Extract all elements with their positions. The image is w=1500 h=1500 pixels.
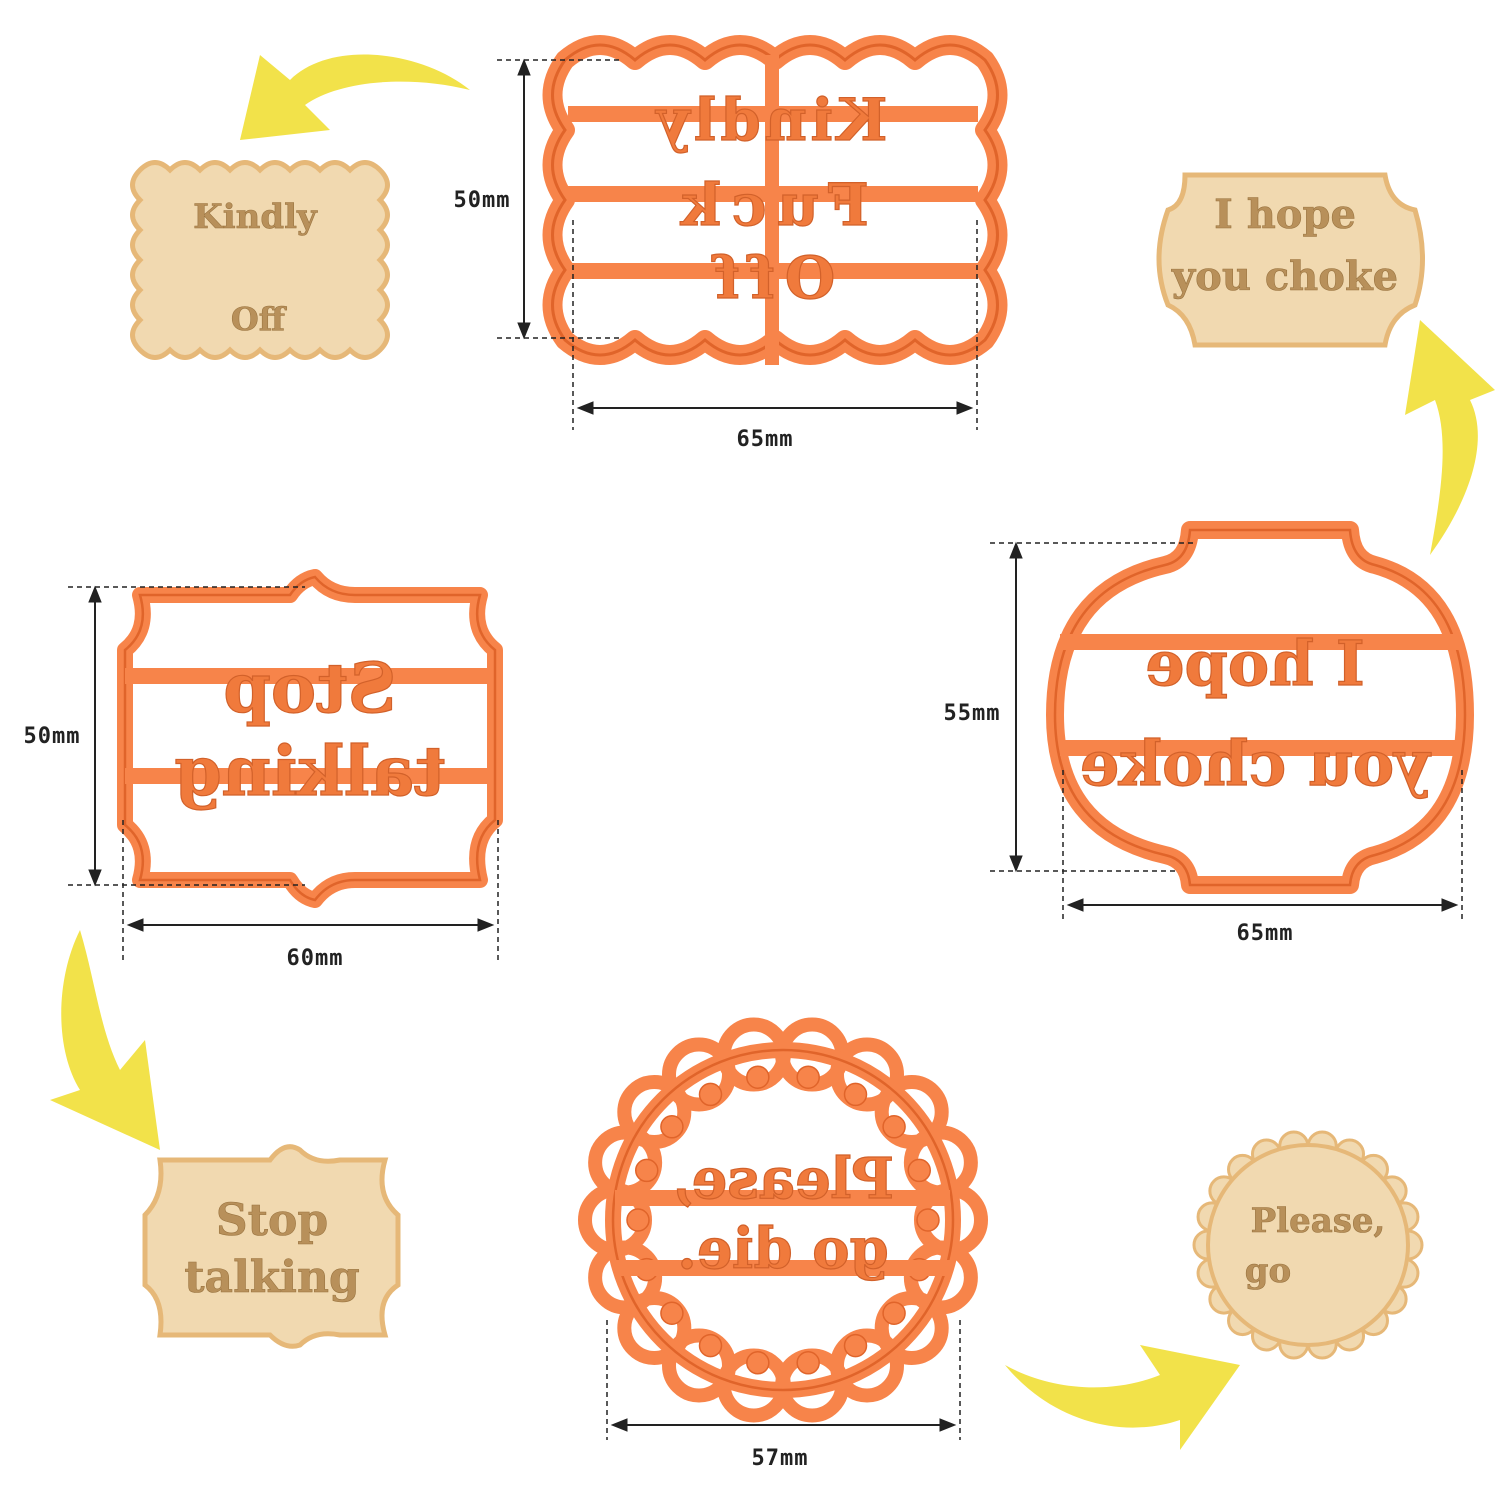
heart-dot-icon: [746, 1351, 770, 1375]
cookie-hope-line1: I hope: [1214, 191, 1356, 238]
arrow-icon: [1005, 1345, 1240, 1450]
cookie-please-line1: Please,: [1251, 1201, 1386, 1241]
heart-dot-icon: [882, 1115, 906, 1139]
cutter-stop-line2: talking: [174, 732, 445, 812]
cutter-kindly-width-label: 65mm: [737, 427, 794, 452]
cutter-scallop: [662, 1328, 736, 1403]
heart-dot-icon: [698, 1333, 723, 1358]
heart-dot-icon: [916, 1208, 940, 1232]
cutter-hope-line2: you choke: [1080, 727, 1432, 800]
dimension-kindly: [497, 58, 978, 430]
dimension-please: [606, 1320, 961, 1440]
dimension-hope: [990, 541, 1463, 920]
cookie-stop-line2: talking: [184, 1252, 360, 1303]
heart-dot-icon: [660, 1301, 684, 1325]
cookie-please: Please, go: [1192, 1130, 1424, 1360]
heart-dot-icon: [882, 1301, 906, 1325]
heart-dot-icon: [796, 1065, 820, 1089]
heart-dot-icon: [626, 1208, 650, 1232]
cutter-please-line2: go die.: [677, 1216, 889, 1282]
cookie-hope: I hope you choke: [1156, 172, 1425, 348]
arrow-icon: [1405, 320, 1495, 555]
heart-dot-icon: [634, 1158, 659, 1183]
arrow-icon: [50, 930, 160, 1150]
cutter-please: Please, go die. 57mm: [578, 1017, 988, 1471]
heart-dot-icon: [746, 1065, 770, 1089]
cookie-kindly-line2: Off: [231, 300, 287, 338]
cutter-please-width-label: 57mm: [752, 1446, 809, 1471]
heart-dot-icon: [843, 1333, 868, 1358]
cutter-scallop: [617, 1075, 692, 1150]
cutter-stop-line1: Stop: [223, 649, 396, 729]
cutter-scallop: [830, 1037, 904, 1112]
heart-dot-icon: [698, 1082, 723, 1107]
cutter-stop-height-label: 50mm: [24, 724, 81, 749]
cutter-kindly: Kindly Fuck Off 50mm 65mm: [454, 35, 1008, 452]
cookie-hope-line2: you choke: [1171, 253, 1398, 300]
cutter-hope-line1: I hope: [1145, 627, 1365, 700]
cutter-hope-height-label: 55mm: [944, 701, 1001, 726]
cutter-stop-width-label: 60mm: [287, 946, 344, 971]
cookie-stop-line1: Stop: [216, 1195, 328, 1246]
heart-dot-icon: [796, 1351, 820, 1375]
cutter-hope: I hope you choke 55mm 65mm: [944, 521, 1474, 946]
cookie-please-line2: go: [1245, 1251, 1291, 1291]
cutter-please-line1: Please,: [672, 1146, 894, 1212]
heart-dot-icon: [843, 1082, 868, 1107]
cutter-kindly-height-label: 50mm: [454, 188, 511, 213]
cookie-stop: Stop talking: [142, 1144, 401, 1349]
cutter-stop: Stop talking 50mm 60mm: [24, 569, 503, 971]
cutter-scallop: [874, 1290, 949, 1365]
dimension-stop: [68, 585, 499, 960]
cookie-kindly-line1: Kindly: [193, 197, 318, 237]
arrow-icon: [240, 54, 470, 140]
heart-dot-icon: [907, 1158, 932, 1183]
cutter-kindly-line2: Fuck: [671, 171, 869, 239]
cutter-hope-width-label: 65mm: [1237, 921, 1294, 946]
cutter-kindly-line3: Off: [705, 244, 835, 312]
heart-dot-icon: [660, 1115, 684, 1139]
cutter-kindly-line1: Kindly: [653, 86, 888, 154]
cookie-kindly: Kindly Off: [130, 160, 390, 360]
